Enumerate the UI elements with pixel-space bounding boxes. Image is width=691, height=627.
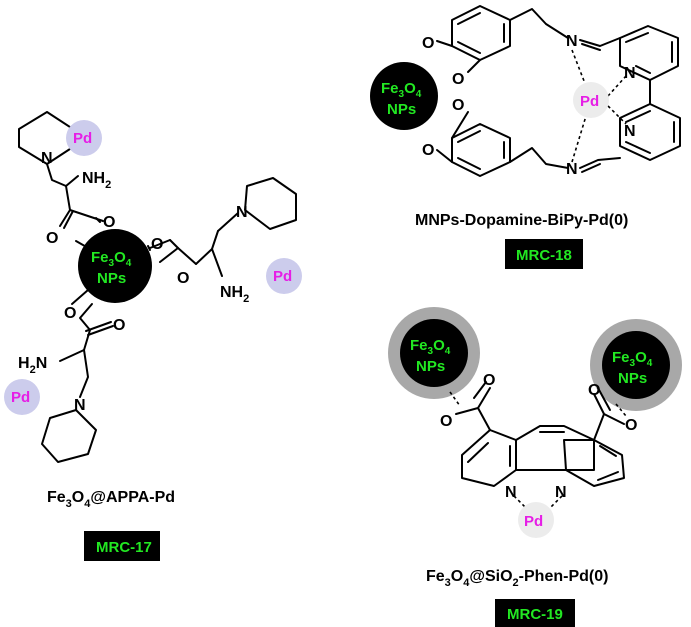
nanoparticle-formula: Fe3O4 [410, 337, 451, 357]
oxygen-label: O [452, 97, 464, 114]
nitrogen-label: N [505, 484, 517, 501]
phen-ring-right [563, 439, 625, 487]
pyridine-ring-lower [619, 103, 681, 161]
mrc-19-caption: Fe3O4@SiO2-Phen-Pd(0) [426, 568, 608, 589]
magnetic-nanoparticle [370, 62, 438, 130]
phen-ring-left [461, 429, 517, 487]
catechol-ring-upper [451, 5, 511, 61]
palladium-disc [266, 258, 302, 294]
mrc-18-code-box [505, 239, 583, 269]
oxygen-label: O [625, 417, 637, 434]
palladium-disc [518, 502, 554, 538]
catechol-ring-lower [451, 123, 511, 177]
nitrogen-label: N [41, 150, 53, 167]
nanoparticle-formula: Fe3O4 [91, 249, 132, 269]
oxygen-label: O [422, 35, 434, 52]
piperidine-ring-right [244, 177, 297, 230]
amine-label-right: NH2 [220, 284, 249, 305]
nanoparticle-formula: Fe3O4 [612, 349, 653, 369]
mrc-17-caption: Fe3O4@APPA-Pd [47, 489, 175, 510]
oxygen-label: O [483, 372, 495, 389]
oxygen-label: O [103, 214, 115, 231]
mrc-18-code: MRC-18 [516, 247, 572, 264]
oxygen-label: O [151, 236, 163, 253]
palladium-disc [4, 379, 40, 415]
magnetic-nanoparticle [400, 319, 468, 387]
amine-label-bottom: H2N [18, 355, 47, 376]
palladium-label: Pd [580, 93, 599, 110]
palladium-label: Pd [273, 268, 292, 285]
structure-mrc-17: N NH2 O O O O NH2 N O O H2N N [4, 111, 302, 561]
nitrogen-label: N [555, 484, 567, 501]
nitrogen-label: N [566, 161, 578, 178]
nitrogen-label: N [624, 65, 636, 82]
mrc-17-code-box [84, 531, 160, 561]
amine-label-top: NH2 [82, 170, 111, 191]
palladium-label: Pd [524, 513, 543, 530]
phen-ring-middle [515, 425, 595, 471]
oxygen-label: O [422, 142, 434, 159]
mrc-19-code: MRC-19 [507, 606, 563, 623]
nitrogen-label: N [566, 33, 578, 50]
palladium-disc [573, 82, 609, 118]
mrc-19-code-box [495, 599, 575, 627]
piperidine-ring-bottom [41, 409, 97, 463]
nitrogen-label: N [74, 397, 86, 414]
pyridine-ring-upper [619, 25, 679, 81]
nanoparticle-label: NPs [387, 101, 416, 118]
palladium-label: Pd [11, 389, 30, 406]
palladium-label: Pd [73, 130, 92, 147]
structure-mrc-19: Fe3O4 NPs Fe3O4 NPs O O O O N N Pd [388, 307, 682, 627]
nanoparticle-label: NPs [97, 270, 126, 287]
structure-mrc-18: O O N O O N N N Pd Fe3O4 N [370, 5, 681, 269]
nitrogen-label: N [236, 204, 248, 221]
oxygen-label: O [440, 413, 452, 430]
oxygen-label: O [64, 305, 76, 322]
nanoparticle-label: NPs [618, 370, 647, 387]
palladium-disc [66, 120, 102, 156]
magnetic-nanoparticle [602, 331, 670, 399]
nitrogen-label: N [624, 123, 636, 140]
oxygen-label: O [113, 317, 125, 334]
nanoparticle-formula: Fe3O4 [381, 80, 422, 100]
nanoparticle-label: NPs [416, 358, 445, 375]
oxygen-label: O [452, 71, 464, 88]
mrc-17-code: MRC-17 [96, 539, 152, 556]
oxygen-label: O [588, 382, 600, 399]
oxygen-label: O [46, 230, 58, 247]
oxygen-label: O [177, 270, 189, 287]
magnetic-nanoparticle [78, 229, 152, 303]
mrc-18-caption: MNPs-Dopamine-BiPy-Pd(0) [415, 212, 628, 229]
